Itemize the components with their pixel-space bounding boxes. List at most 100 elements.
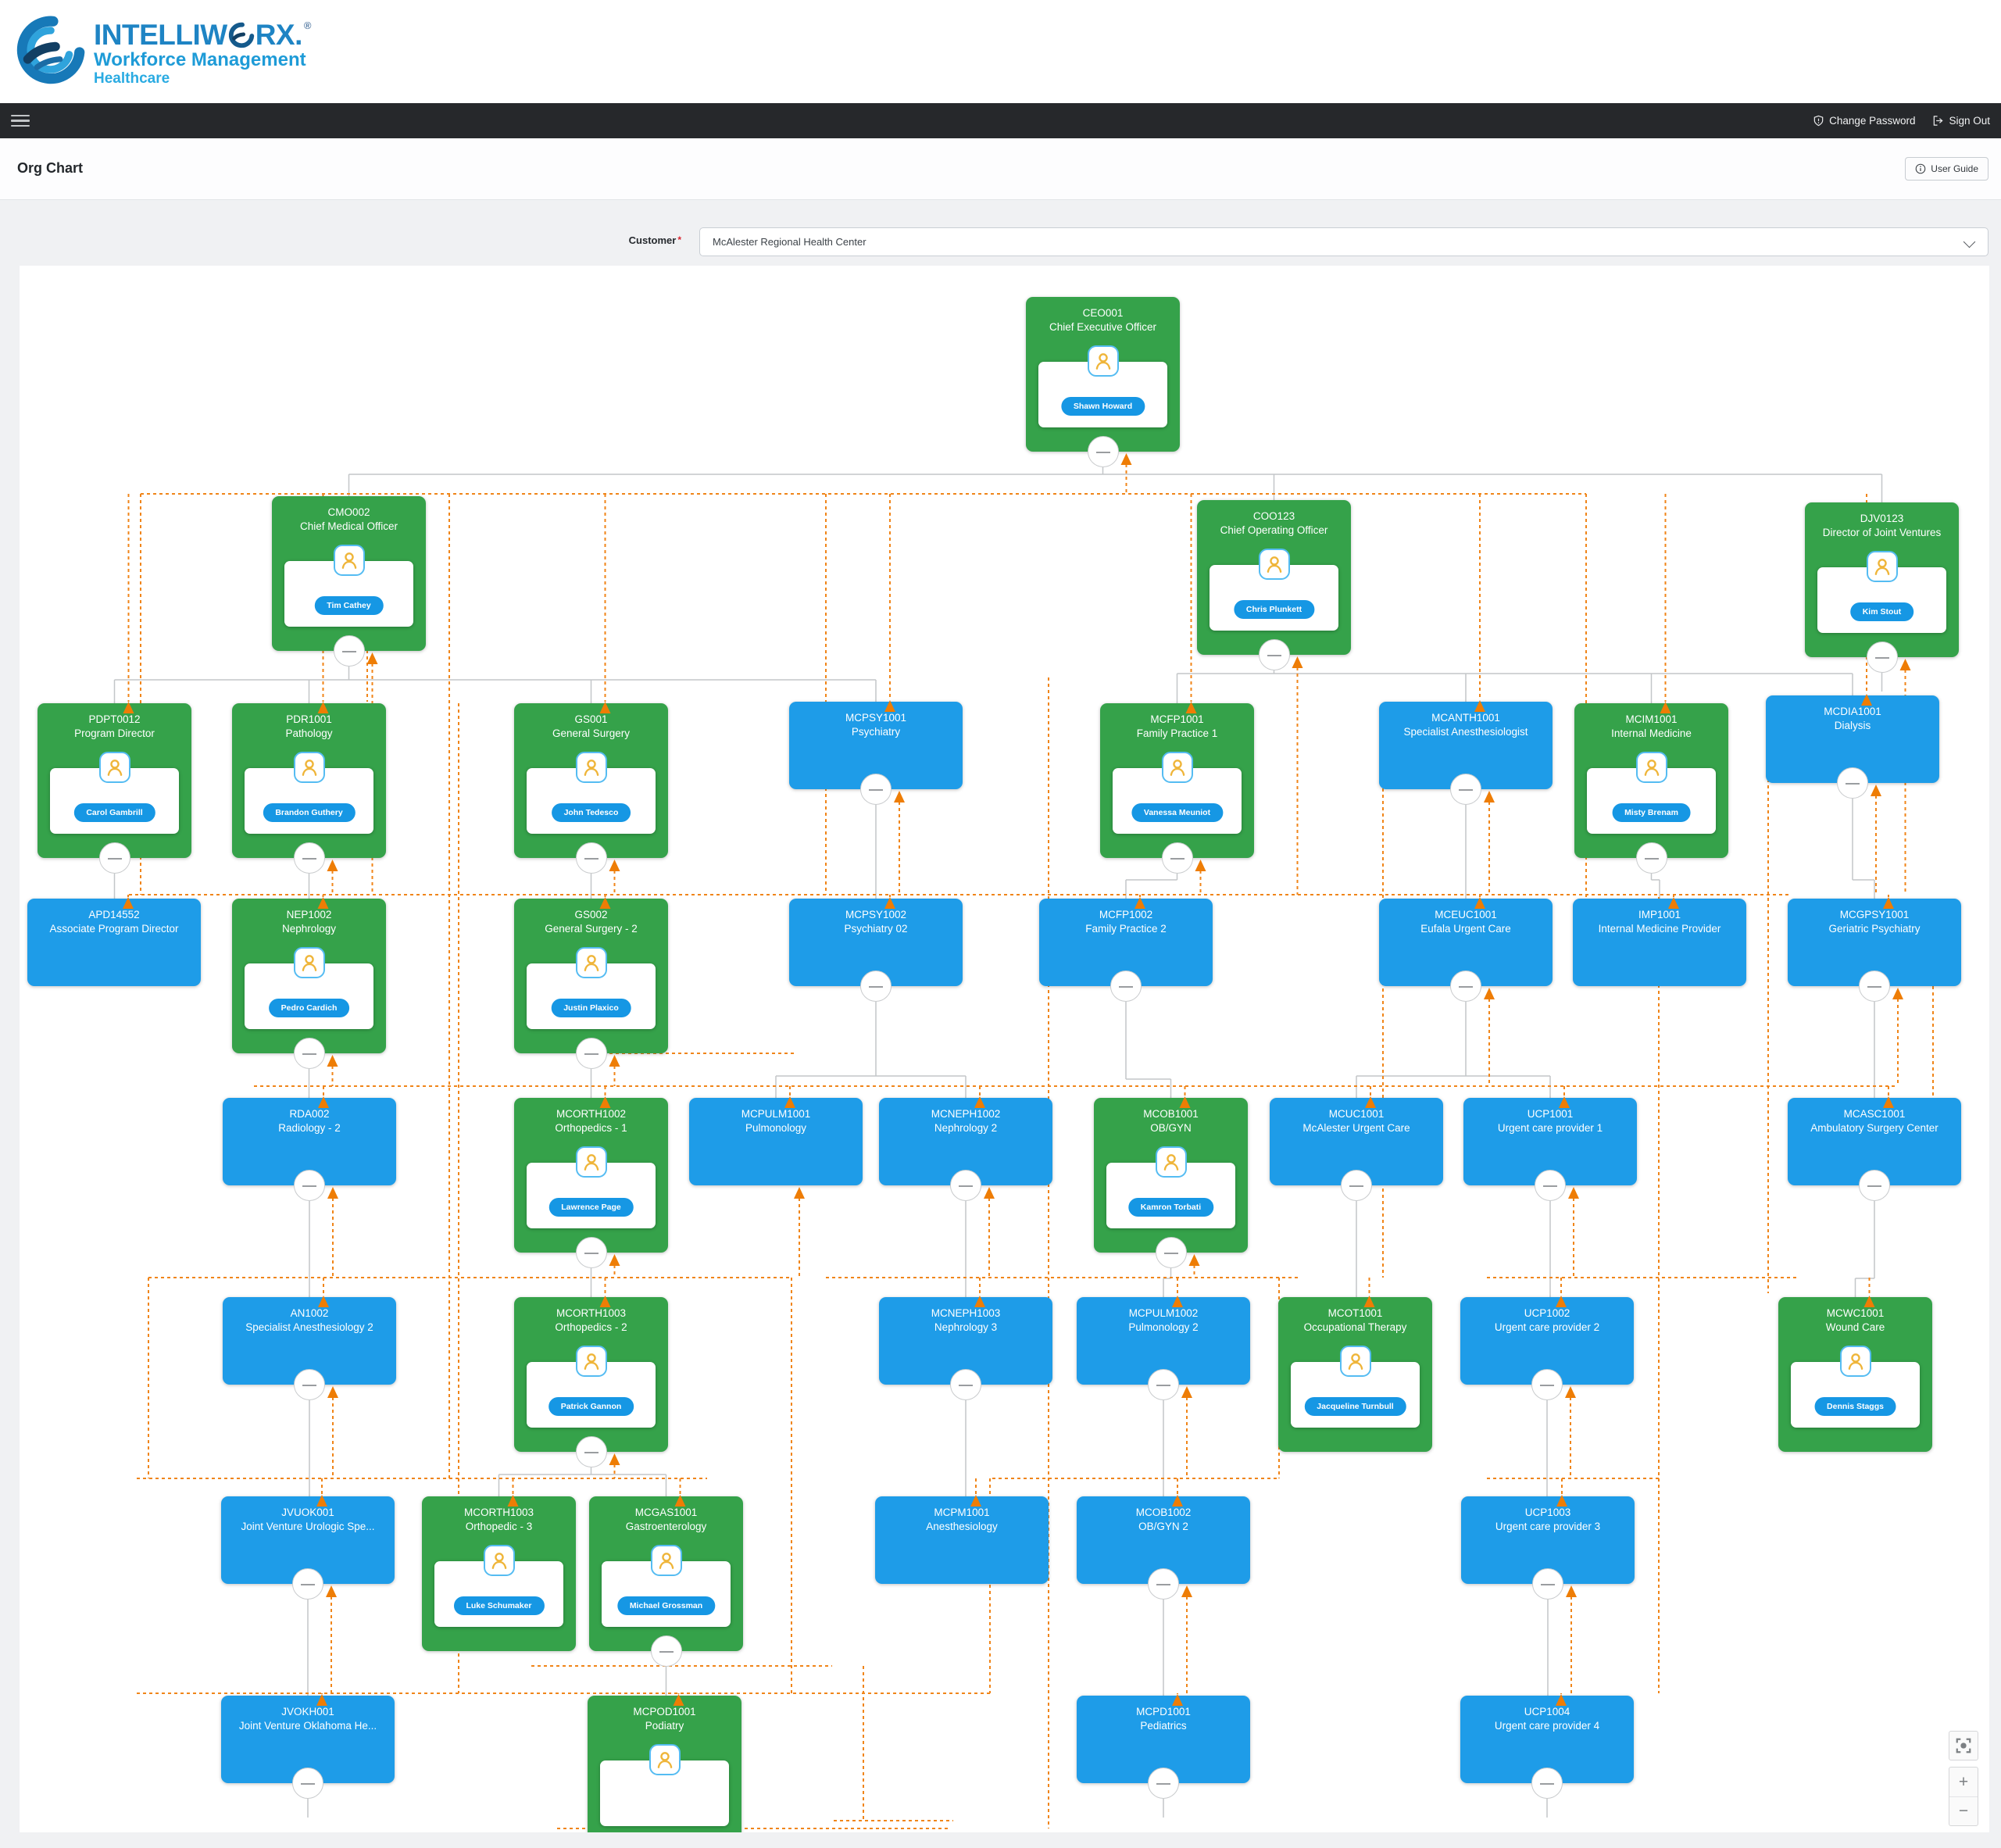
user-guide-button[interactable]: User Guide bbox=[1905, 157, 1988, 181]
collapse-toggle[interactable] bbox=[1535, 1170, 1566, 1201]
collapse-toggle[interactable] bbox=[1148, 1768, 1179, 1799]
hamburger-menu-icon[interactable] bbox=[11, 112, 30, 130]
person-badge[interactable]: Kamron Torbati bbox=[1127, 1198, 1214, 1217]
collapse-toggle[interactable] bbox=[1859, 1170, 1890, 1201]
person-badge[interactable]: Dennis Staggs bbox=[1814, 1397, 1896, 1416]
collapse-toggle[interactable] bbox=[1155, 1237, 1187, 1268]
person-badge[interactable]: Misty Brenam bbox=[1612, 803, 1691, 822]
collapse-toggle[interactable] bbox=[950, 1369, 981, 1400]
collapse-toggle[interactable] bbox=[294, 1369, 325, 1400]
person-badge[interactable]: John Tedesco bbox=[551, 803, 631, 822]
collapse-toggle[interactable] bbox=[292, 1768, 323, 1799]
collapse-toggle[interactable] bbox=[293, 1038, 325, 1069]
collapse-toggle[interactable] bbox=[860, 970, 892, 1002]
change-password-link[interactable]: Change Password bbox=[1813, 115, 1915, 127]
collapse-toggle[interactable] bbox=[1258, 639, 1290, 670]
zoom-in-button[interactable]: + bbox=[1958, 1772, 1969, 1791]
zoom-out-button[interactable]: − bbox=[1949, 1796, 1978, 1825]
person-badge[interactable]: Shawn Howard bbox=[1060, 397, 1145, 416]
collapse-toggle[interactable] bbox=[98, 842, 130, 874]
person-badge[interactable]: Carol Gambrill bbox=[73, 803, 155, 822]
collapse-toggle[interactable] bbox=[294, 1170, 325, 1201]
collapse-toggle[interactable] bbox=[1866, 642, 1898, 673]
collapse-toggle[interactable] bbox=[292, 1568, 323, 1600]
person-badge[interactable]: Lawrence Page bbox=[548, 1198, 634, 1217]
collapse-toggle[interactable] bbox=[1087, 436, 1119, 467]
person-badge[interactable]: Pedro Cardich bbox=[268, 999, 350, 1017]
collapse-toggle[interactable] bbox=[1837, 767, 1868, 799]
collapse-toggle[interactable] bbox=[1531, 1369, 1563, 1400]
collapse-toggle[interactable] bbox=[860, 774, 892, 805]
collapse-toggle[interactable] bbox=[1450, 774, 1481, 805]
person-badge[interactable]: Michael Grossman bbox=[616, 1596, 716, 1615]
customer-select[interactable]: McAlester Regional Health Center bbox=[699, 227, 1988, 256]
collapse-toggle[interactable] bbox=[1148, 1369, 1179, 1400]
person-badge[interactable]: Kim Stout bbox=[1849, 602, 1914, 621]
fit-to-screen-button[interactable] bbox=[1949, 1731, 1978, 1760]
person-badge[interactable]: Luke Schumaker bbox=[453, 1596, 545, 1615]
collapse-toggle[interactable] bbox=[333, 635, 365, 667]
collapse-toggle[interactable] bbox=[1161, 842, 1193, 874]
collapse-toggle[interactable] bbox=[575, 1038, 607, 1069]
collapse-toggle[interactable] bbox=[1635, 842, 1667, 874]
collapse-toggle[interactable] bbox=[293, 842, 325, 874]
sign-out-link[interactable]: Sign Out bbox=[1932, 115, 1990, 127]
collapse-toggle[interactable] bbox=[1532, 1568, 1563, 1600]
collapse-toggle[interactable] bbox=[575, 1237, 607, 1268]
collapse-toggle[interactable] bbox=[1531, 1768, 1563, 1799]
person-badge[interactable]: Jacqueline Turnbull bbox=[1304, 1397, 1406, 1416]
person-badge[interactable]: Chris Plunkett bbox=[1233, 600, 1315, 619]
person-badge[interactable]: Patrick Gannon bbox=[548, 1397, 634, 1416]
collapse-toggle[interactable] bbox=[1859, 970, 1890, 1002]
person-badge[interactable]: Brandon Guthery bbox=[263, 803, 356, 822]
person-badge[interactable]: Justin Plaxico bbox=[551, 999, 631, 1017]
collapse-toggle[interactable] bbox=[1110, 970, 1142, 1002]
collapse-toggle[interactable] bbox=[1148, 1568, 1179, 1600]
collapse-toggle[interactable] bbox=[650, 1635, 682, 1667]
collapse-toggle[interactable] bbox=[950, 1170, 981, 1201]
